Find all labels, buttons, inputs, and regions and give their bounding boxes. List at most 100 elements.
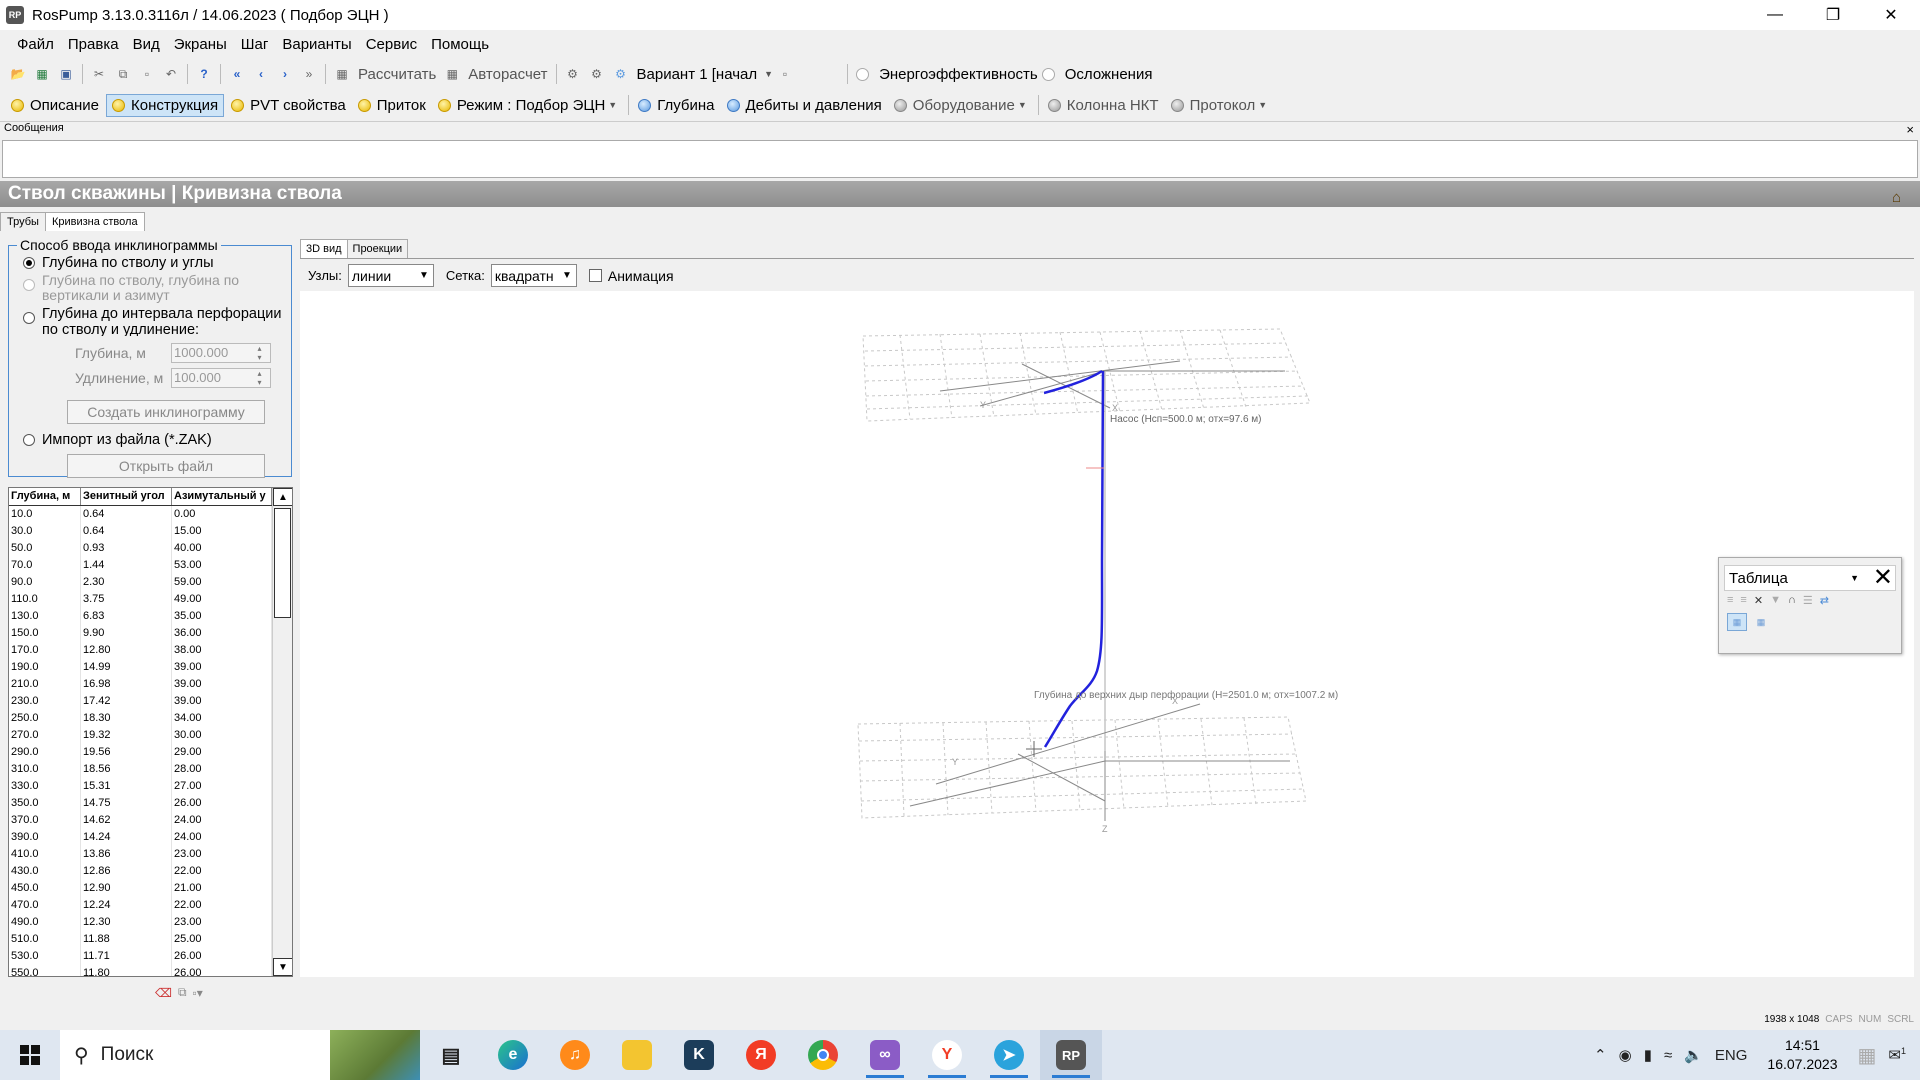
table-cell[interactable]: 11.71 [81,948,172,965]
edge-app[interactable]: e [482,1030,544,1080]
table-cell[interactable]: 18.56 [81,761,172,778]
menu-edit[interactable]: Правка [67,35,119,53]
table-cell[interactable]: 49.00 [172,591,272,608]
copy-icon[interactable]: ⧉ [118,66,128,81]
delete-icon[interactable]: ✕ [1753,595,1764,607]
menu-help[interactable]: Помощь [431,35,490,53]
table-cell[interactable]: 39.00 [172,676,272,693]
table-cell[interactable]: 490.0 [9,914,81,931]
radio-md-angles[interactable]: Глубина по стволу и углы [23,255,214,271]
depth-input[interactable]: 1000.000 [171,343,271,363]
list-icon[interactable]: ☰ [1802,595,1813,607]
restore-icon[interactable]: ❐ [1825,7,1841,24]
table-cell[interactable]: 14.62 [81,812,172,829]
table-cell[interactable]: 550.0 [9,965,81,976]
table-cell[interactable]: 16.98 [81,676,172,693]
table-cell[interactable]: 210.0 [9,676,81,693]
menu-service[interactable]: Сервис [365,35,418,53]
table-cell[interactable]: 330.0 [9,778,81,795]
table-cell[interactable]: 15.00 [172,523,272,540]
table-cell[interactable]: 19.56 [81,744,172,761]
telegram-app[interactable]: ➤ [978,1030,1040,1080]
task-view-app[interactable]: ▤ [420,1030,482,1080]
chevron-down-icon[interactable]: ▼ [1850,573,1859,583]
table-cell[interactable]: 530.0 [9,948,81,965]
table-cell[interactable]: 17.42 [81,693,172,710]
table-cell[interactable]: 34.00 [172,710,272,727]
copy-table-icon[interactable]: ⧉ [177,985,187,999]
radio-import-zak[interactable]: Импорт из файла (*.ZAK) [23,432,212,448]
table-cell[interactable]: 26.00 [172,965,272,976]
variant-copy-icon[interactable]: ▫ [782,67,788,81]
autocalc-button[interactable]: Авторасчет [468,65,548,83]
animation-checkbox[interactable] [588,269,602,282]
table-cell[interactable]: 110.0 [9,591,81,608]
menu-screens[interactable]: Экраны [173,35,227,53]
column-header-zenith[interactable]: Зенитный угол [81,488,172,505]
mode-list-icon[interactable]: ▦ [1756,616,1766,627]
table-cell[interactable]: 11.80 [81,965,172,976]
table-cell[interactable]: 0.64 [81,506,172,523]
table-cell[interactable]: 12.90 [81,880,172,897]
paste-icon[interactable]: ▫ [144,67,150,81]
step-tab-equipment[interactable]: Оборудование▼ [889,95,1032,116]
table-cell[interactable]: 53.00 [172,557,272,574]
complications-button[interactable]: Осложнения [1064,65,1153,83]
language-indicator[interactable]: ENG [1714,1046,1748,1064]
mode-grid-icon[interactable]: ▦ [1727,613,1747,631]
clear-table-icon[interactable]: ⌫ [155,985,172,1000]
table-cell[interactable]: 23.00 [172,846,272,863]
inclinometry-table[interactable]: Глубина, м Зенитный угол Азимутальный у … [8,487,293,977]
table-cell[interactable]: 12.30 [81,914,172,931]
scroll-up-icon[interactable]: ▲ [273,488,292,506]
table-cell[interactable]: 18.30 [81,710,172,727]
table-cell[interactable]: 12.86 [81,863,172,880]
table-float-panel[interactable]: Таблица ▼ ✕ ≡ ≡ ✕ ▼ ∩ ☰ ⇄ ▦ ▦ [1718,557,1902,654]
column-header-depth[interactable]: Глубина, м [9,488,81,505]
table-cell[interactable]: 3.75 [81,591,172,608]
step-tab-depth[interactable]: Глубина [633,95,719,116]
variant-manage-icon[interactable]: ⚙ [591,67,602,81]
table-cell[interactable]: 59.00 [172,574,272,591]
table-cell[interactable]: 70.0 [9,557,81,574]
messages-area[interactable] [2,140,1918,178]
close-icon[interactable]: ✕ [1884,7,1898,24]
first-step-icon[interactable]: « [233,67,241,81]
visual-studio-app[interactable]: ∞ [854,1030,916,1080]
table-cell[interactable]: 14.99 [81,659,172,676]
table-cell[interactable]: 39.00 [172,693,272,710]
table-cell[interactable]: 430.0 [9,863,81,880]
chrome-app[interactable] [792,1030,854,1080]
table-cell[interactable]: 170.0 [9,642,81,659]
chevron-down-icon[interactable]: ▼ [608,100,618,110]
save-icon[interactable]: ▣ [60,67,72,81]
step-tab-pvt[interactable]: PVT свойства [226,95,351,116]
table-cell[interactable]: 390.0 [9,829,81,846]
cut-icon[interactable]: ✂ [93,67,105,81]
tab-projections[interactable]: Проекции [346,239,409,259]
scroll-down-icon[interactable]: ▼ [273,958,292,976]
table-cell[interactable]: 290.0 [9,744,81,761]
open-file-button[interactable]: Открыть файл [67,454,265,478]
meet-icon[interactable]: ▦ [1857,1044,1877,1067]
menu-step[interactable]: Шаг [240,35,269,53]
table-cell[interactable]: 30.0 [9,523,81,540]
table-cell[interactable]: 13.86 [81,846,172,863]
tab-pipes[interactable]: Трубы [0,212,46,231]
